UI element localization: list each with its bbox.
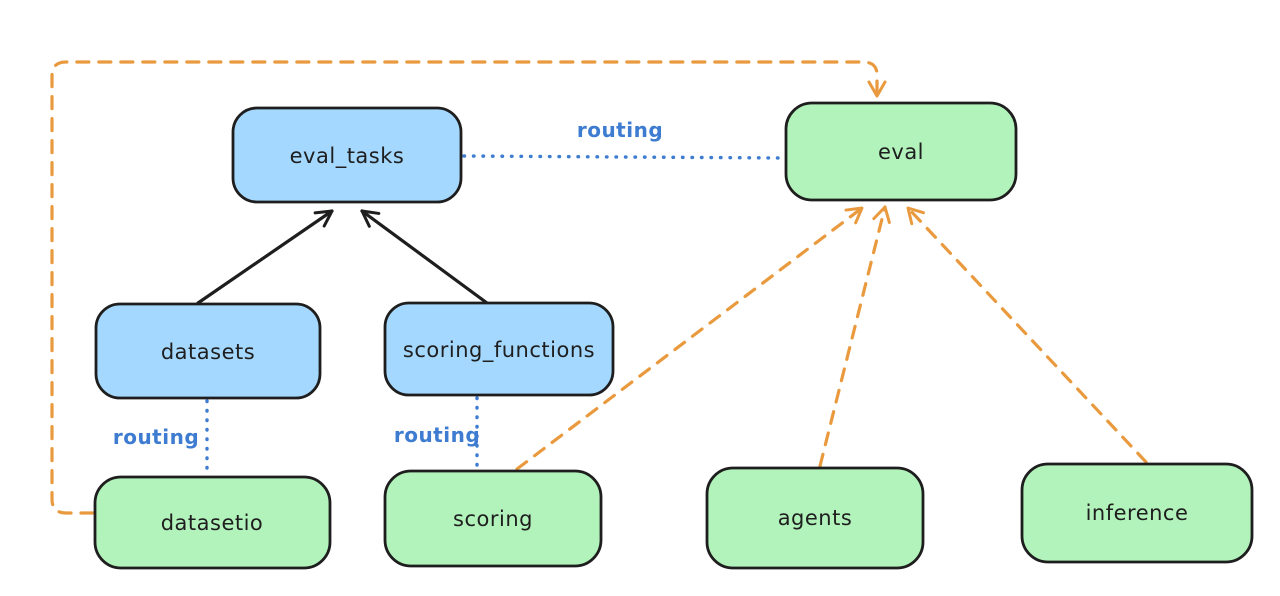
node-datasetio-label: datasetio: [161, 511, 264, 535]
edge-scoring-functions-to-eval-tasks: [360, 209, 489, 305]
node-datasetio-box: [93, 475, 332, 570]
node-scoring-functions: scoring_functions: [383, 301, 615, 397]
node-agents-label: agents: [778, 506, 853, 530]
node-eval-tasks-label: eval_tasks: [290, 144, 405, 169]
node-inference: inference: [1020, 462, 1254, 564]
node-eval-tasks: eval_tasks: [231, 106, 463, 204]
edge-agents-to-eval: [818, 205, 891, 468]
node-eval: eval: [784, 101, 1018, 202]
edge-datasets-to-eval-tasks: [196, 209, 334, 305]
routing-label-top: routing: [577, 118, 663, 142]
node-eval-label: eval: [878, 140, 924, 164]
node-scoring-functions-label: scoring_functions: [403, 338, 595, 363]
node-datasets: datasets: [94, 302, 322, 400]
node-agents: agents: [705, 466, 925, 570]
node-datasets-box: [94, 302, 322, 400]
node-scoring-box: [383, 469, 603, 568]
node-datasets-label: datasets: [161, 340, 255, 364]
edge-routing-eval-tasks-to-eval: [462, 154, 785, 160]
routing-label-middle: routing: [394, 423, 480, 447]
node-scoring: scoring: [383, 469, 603, 568]
node-eval-tasks-box: [231, 106, 463, 204]
node-scoring-functions-box: [383, 301, 615, 397]
node-agents-box: [705, 466, 925, 570]
node-inference-label: inference: [1086, 501, 1189, 525]
node-eval-box: [784, 101, 1018, 202]
node-datasetio: datasetio: [93, 475, 332, 570]
routing-label-left: routing: [113, 425, 199, 449]
edge-datasetio-to-eval: [50, 60, 887, 515]
edge-scoring-to-eval: [515, 206, 864, 471]
node-inference-box: [1020, 462, 1254, 564]
node-scoring-label: scoring: [453, 507, 533, 531]
edge-inference-to-eval: [906, 206, 1148, 464]
